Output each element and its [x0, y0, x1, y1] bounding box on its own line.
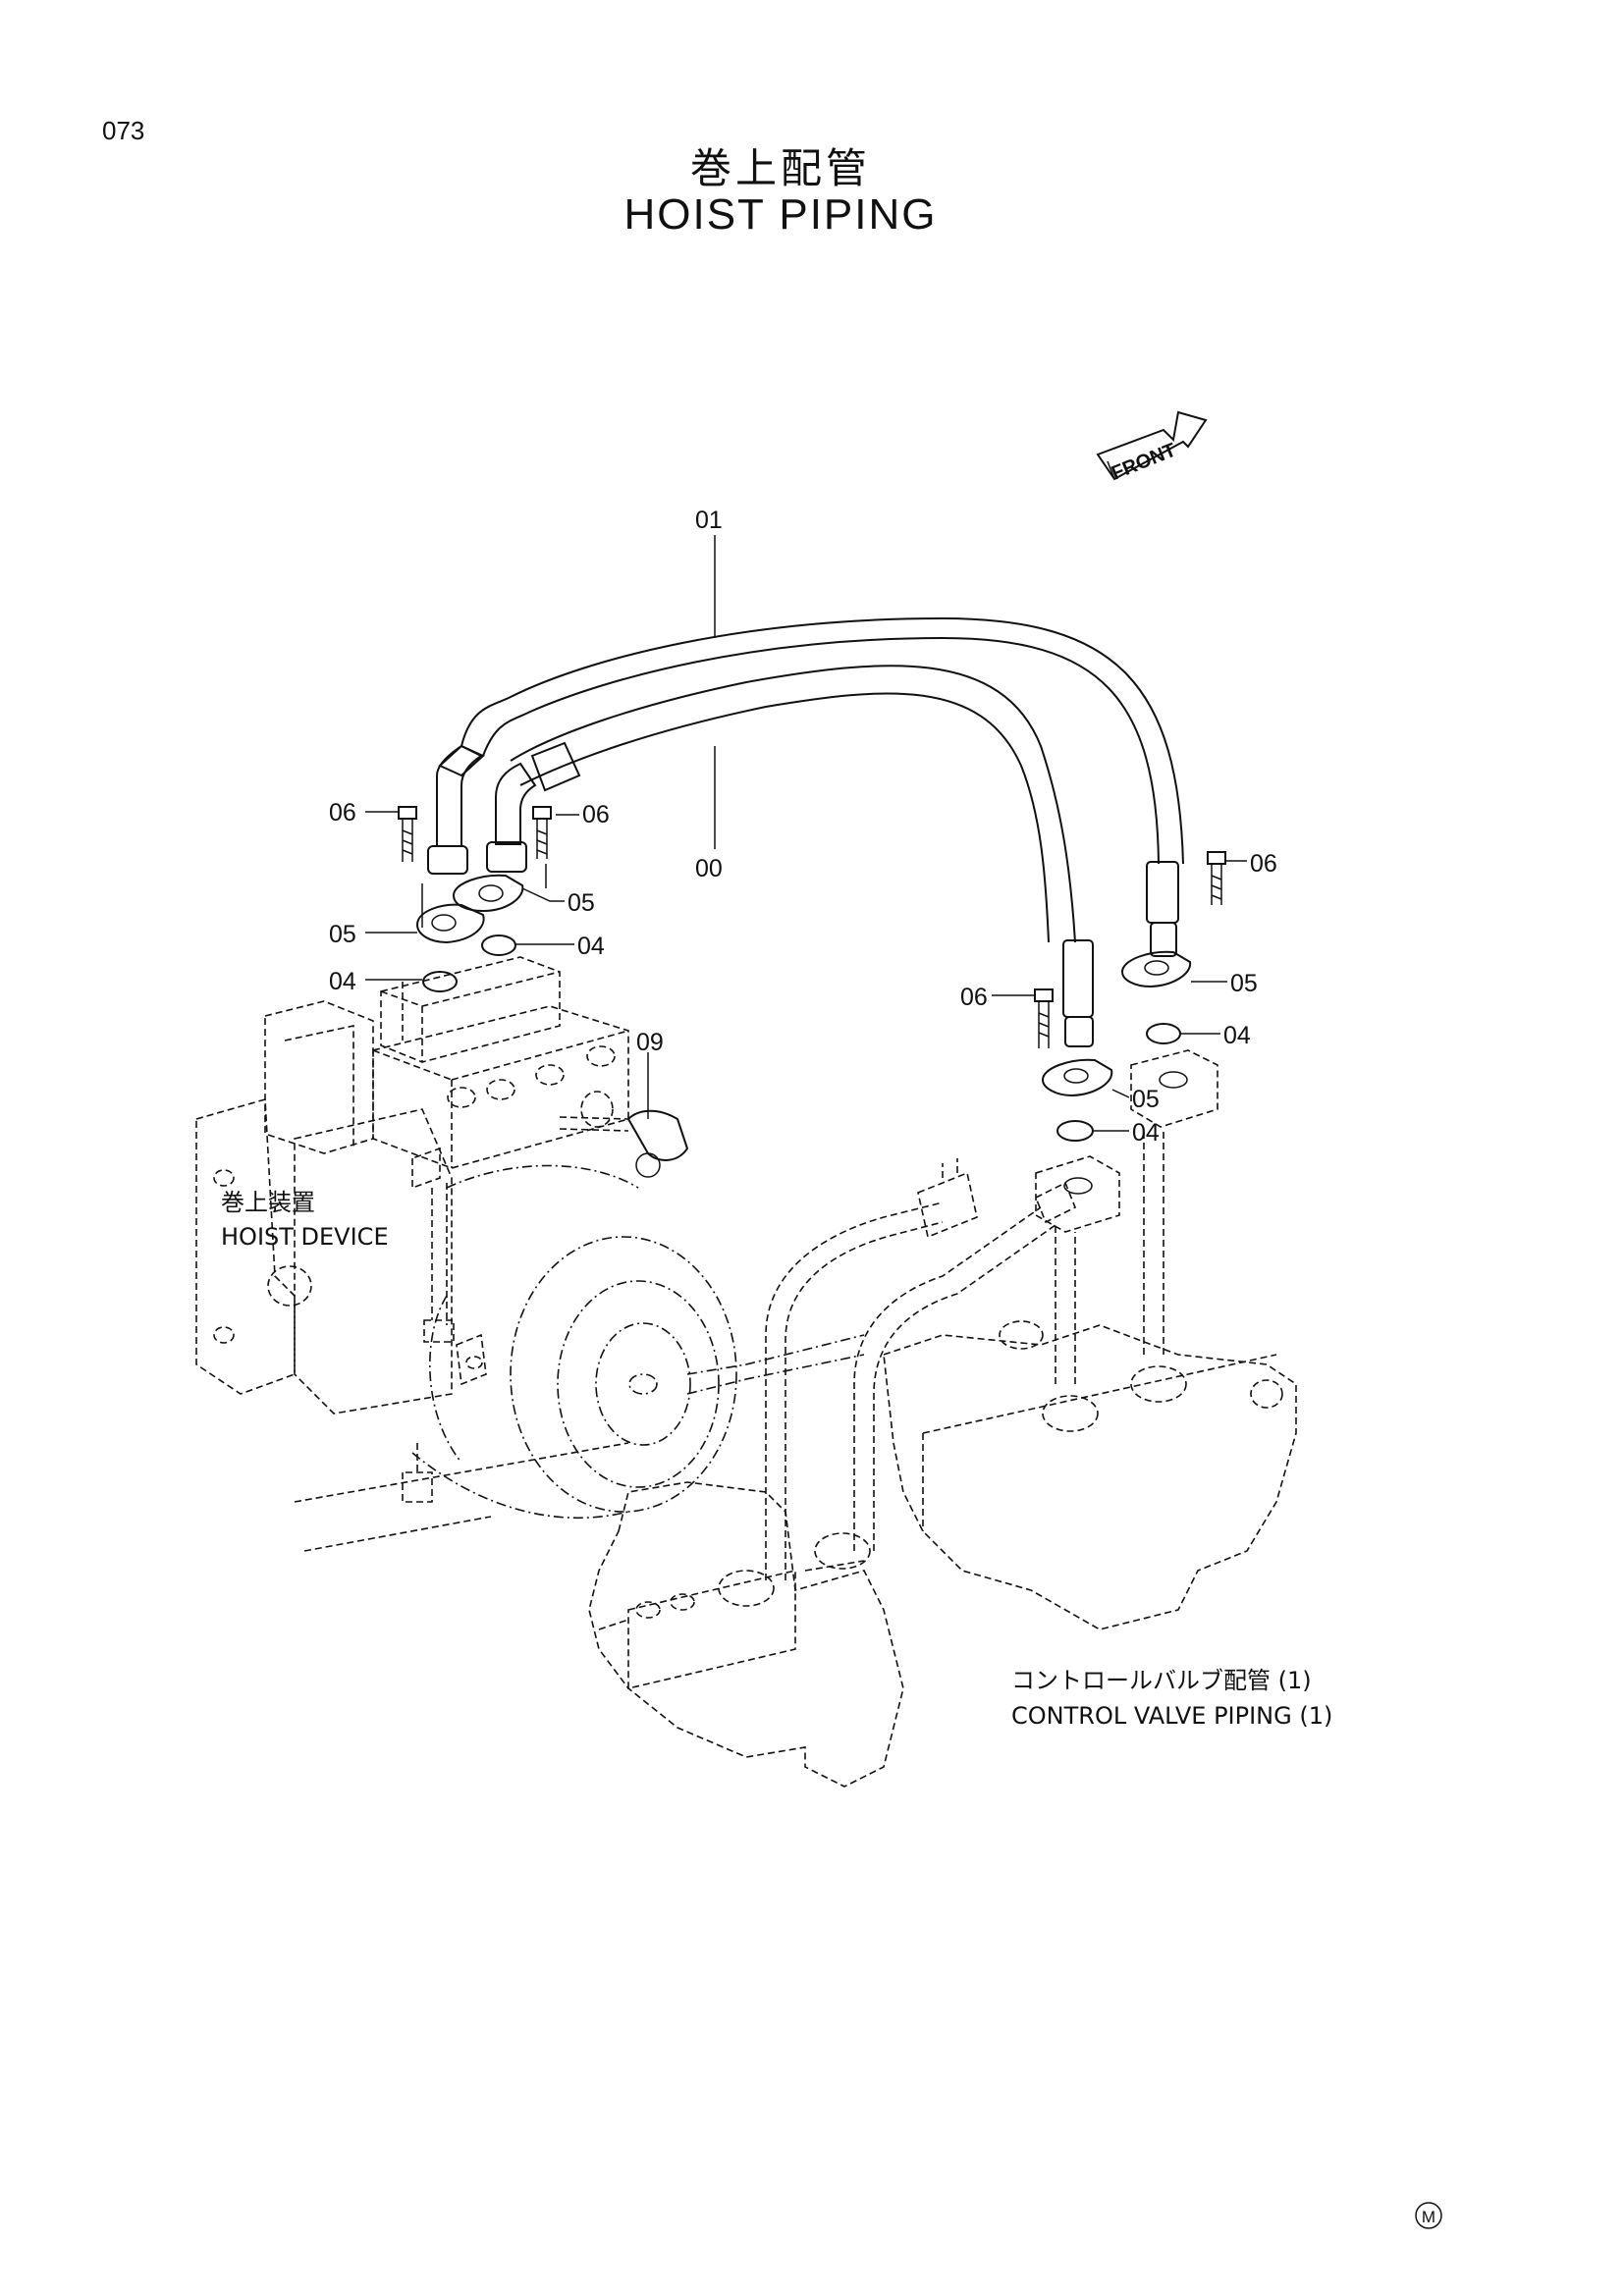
- corner-mark: M: [1415, 2202, 1442, 2229]
- split-flange-right-b: [1041, 1058, 1113, 1097]
- callout-05: 05: [568, 889, 595, 917]
- callout-05: 05: [329, 921, 356, 948]
- split-flange-left-b: [452, 874, 524, 913]
- o-ring-icon: [422, 971, 458, 992]
- bolt-icon: [398, 806, 417, 862]
- hose-fitting-left-b: [486, 762, 537, 873]
- hoist-device-caption-jp: 巻上装置: [221, 1189, 315, 1216]
- bolt-icon: [532, 806, 552, 859]
- split-flange-right-a: [1120, 950, 1192, 988]
- callout-01: 01: [695, 507, 723, 534]
- callout-06: 06: [329, 799, 356, 827]
- o-ring-icon: [1146, 1023, 1181, 1044]
- hose-collar-left: [438, 741, 581, 792]
- o-ring-icon: [1056, 1120, 1094, 1142]
- callout-06: 06: [960, 984, 988, 1011]
- port-block-right-upper: [1130, 1049, 1218, 1128]
- hose-00: [510, 665, 1076, 943]
- callout-04: 04: [577, 933, 605, 960]
- callout-09: 09: [636, 1029, 664, 1056]
- front-arrow: FRONT: [1096, 410, 1208, 485]
- callout-05: 05: [1132, 1086, 1160, 1113]
- control-valve-caption-jp: コントロールバルブ配管 (1): [1011, 1667, 1312, 1694]
- port-block-right-lower: [1035, 1155, 1120, 1233]
- callout-06: 06: [582, 801, 610, 828]
- hose-fitting-right-a: [1062, 939, 1094, 1047]
- o-ring-icon: [481, 934, 516, 956]
- split-flange-left-a: [415, 903, 485, 944]
- callout-04: 04: [329, 968, 356, 995]
- hose-fitting-right-b: [1146, 861, 1179, 957]
- bolt-icon: [1034, 988, 1054, 1048]
- callout-04: 04: [1132, 1119, 1160, 1147]
- control-valve: [588, 1129, 1297, 1788]
- hose-01: [460, 616, 1184, 865]
- callout-00: 00: [695, 855, 723, 882]
- title-japanese: 巻上配管: [689, 144, 871, 192]
- callout-05: 05: [1230, 970, 1258, 997]
- callout-04: 04: [1223, 1022, 1251, 1049]
- page-number: 073: [102, 116, 145, 145]
- leader-lines: [365, 535, 1247, 1132]
- corner-mark-letter: M: [1422, 2208, 1435, 2226]
- bolt-icon: [1207, 851, 1226, 905]
- callout-06: 06: [1250, 850, 1277, 878]
- hoist-device-caption-en: HOIST DEVICE: [221, 1223, 389, 1251]
- title-english: HOIST PIPING: [623, 190, 938, 239]
- control-valve-caption-en: CONTROL VALVE PIPING (1): [1011, 1702, 1332, 1730]
- hoist-device: [195, 956, 865, 1552]
